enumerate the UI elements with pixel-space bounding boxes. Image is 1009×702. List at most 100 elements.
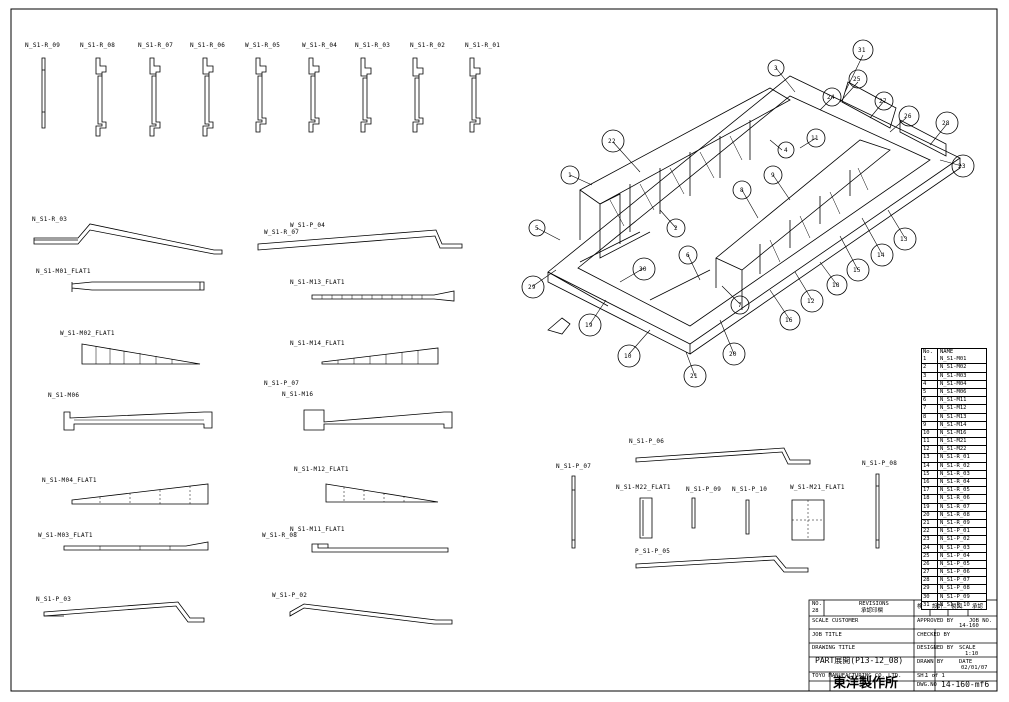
rib-profile bbox=[95, 57, 107, 137]
dwg-no-label: DWG.NO bbox=[917, 682, 937, 688]
part-m03 bbox=[63, 541, 209, 551]
job-no: 14-160 bbox=[959, 623, 979, 629]
parts-list-no: 16 bbox=[922, 479, 938, 487]
parts-list-header: No. NAME bbox=[922, 349, 986, 357]
rev-label: NO. bbox=[812, 601, 822, 607]
label-part-top: N_S1-R_02 bbox=[410, 42, 446, 49]
col-draw: 製図 bbox=[951, 604, 963, 610]
part-m22 bbox=[639, 497, 653, 539]
parts-list-no: 17 bbox=[922, 487, 938, 495]
rib-profile bbox=[202, 57, 214, 137]
parts-list-name: N_S1-R_03 bbox=[940, 470, 970, 477]
parts-list-no: 29 bbox=[922, 585, 938, 593]
label-part-top: W_S1-R_05 bbox=[245, 42, 281, 49]
balloon-number: 11 bbox=[811, 135, 819, 142]
part-p07 bbox=[571, 475, 576, 549]
label-part: N_S1-P_09 bbox=[686, 486, 722, 493]
parts-list-no: 3 bbox=[922, 372, 938, 380]
part-p04 bbox=[257, 229, 463, 251]
rev-no: 28 bbox=[812, 608, 819, 614]
parts-list-name: N_S1-R_01 bbox=[940, 454, 970, 461]
part-p03 bbox=[43, 601, 205, 623]
parts-list-name: N_S1-M03 bbox=[940, 372, 967, 379]
label-part: W_S1-P_04 bbox=[290, 222, 326, 229]
rib-profile bbox=[149, 57, 161, 137]
balloon-number: 4 bbox=[784, 147, 788, 154]
label-part-top: N_S1-R_03 bbox=[355, 42, 391, 49]
parts-list-name: N_S1-P_05 bbox=[940, 560, 970, 567]
col-sub: 承認 bbox=[972, 604, 984, 610]
parts-list-no: 14 bbox=[922, 462, 938, 470]
parts-list-no: 19 bbox=[922, 503, 938, 511]
label-part: N_S1-M04_FLAT1 bbox=[42, 477, 97, 484]
scale: 1:10 bbox=[965, 651, 979, 657]
label-part: N_S1-M12_FLAT1 bbox=[294, 466, 349, 473]
part-m13 bbox=[311, 290, 455, 302]
label-part: W_S1-M21_FLAT1 bbox=[790, 484, 845, 491]
sheet: 1 of 1 bbox=[925, 673, 945, 679]
part-p10 bbox=[745, 499, 750, 535]
parts-list-name: N_S1-P_02 bbox=[940, 536, 970, 543]
balloon-number: 12 bbox=[807, 298, 815, 305]
parts-list-name: N_S1-R_06 bbox=[940, 495, 970, 502]
parts-list-no: 20 bbox=[922, 511, 938, 519]
part-m11 bbox=[311, 543, 449, 553]
balloon-number: 25 bbox=[853, 76, 861, 83]
balloon-number: 5 bbox=[535, 225, 539, 232]
parts-list-no: 30 bbox=[922, 593, 938, 601]
label-part: N_S1-R_03 bbox=[32, 216, 68, 223]
part-p06 bbox=[635, 447, 811, 465]
label-part: W_S1-R_07 bbox=[264, 229, 300, 236]
parts-list-name: N_S1-R_09 bbox=[940, 519, 970, 526]
balloon-number: 2 bbox=[674, 225, 678, 232]
balloon-number: 13 bbox=[900, 236, 908, 243]
parts-list-name: N_S1-M22 bbox=[940, 446, 967, 453]
parts-list-no: 2 bbox=[922, 364, 938, 372]
label-part-top: N_S1-R_07 bbox=[138, 42, 174, 49]
balloon-number: 3 bbox=[774, 65, 778, 72]
part-p02 bbox=[289, 603, 453, 625]
sheet-border bbox=[10, 8, 998, 692]
label-part-top: N_S1-R_01 bbox=[465, 42, 501, 49]
balloon-leaders bbox=[532, 54, 963, 377]
balloon-number: 27 bbox=[879, 98, 887, 105]
part-m06 bbox=[63, 411, 213, 431]
balloon-number: 15 bbox=[853, 267, 861, 274]
dwg-no: 14-160-mf6 bbox=[941, 680, 990, 689]
drawing-title: PART展開(P13-12_08) bbox=[815, 656, 904, 665]
company-jp: 東洋製作所 bbox=[833, 676, 899, 691]
balloon-number: 22 bbox=[608, 138, 616, 145]
parts-list-no: 24 bbox=[922, 544, 938, 552]
parts-list-name: N_S1-P_06 bbox=[940, 569, 970, 576]
parts-list-header-name: NAME bbox=[940, 349, 954, 355]
label-part: W_S1-R_08 bbox=[262, 532, 298, 539]
job-no-label: JOB NO. bbox=[969, 618, 993, 624]
part-m02 bbox=[81, 343, 201, 365]
label-part: N_S1-M13_FLAT1 bbox=[290, 279, 345, 286]
label-part: N_S1-P_06 bbox=[629, 438, 665, 445]
label-part: N_S1-M14_FLAT1 bbox=[290, 340, 345, 347]
parts-list-no: 22 bbox=[922, 528, 938, 536]
parts-list-name: N_S1-M16 bbox=[940, 429, 967, 436]
label-part: N_S1-P_03 bbox=[36, 596, 72, 603]
rib-profile bbox=[255, 57, 267, 133]
balloon-number: 6 bbox=[686, 252, 690, 259]
parts-list-name: N_S1-R_02 bbox=[940, 462, 970, 469]
parts-list-name: N_S1-M04 bbox=[940, 380, 967, 387]
part-r03 bbox=[33, 223, 223, 255]
parts-list-no: 25 bbox=[922, 552, 938, 560]
parts-list-no: 31 bbox=[922, 601, 938, 609]
